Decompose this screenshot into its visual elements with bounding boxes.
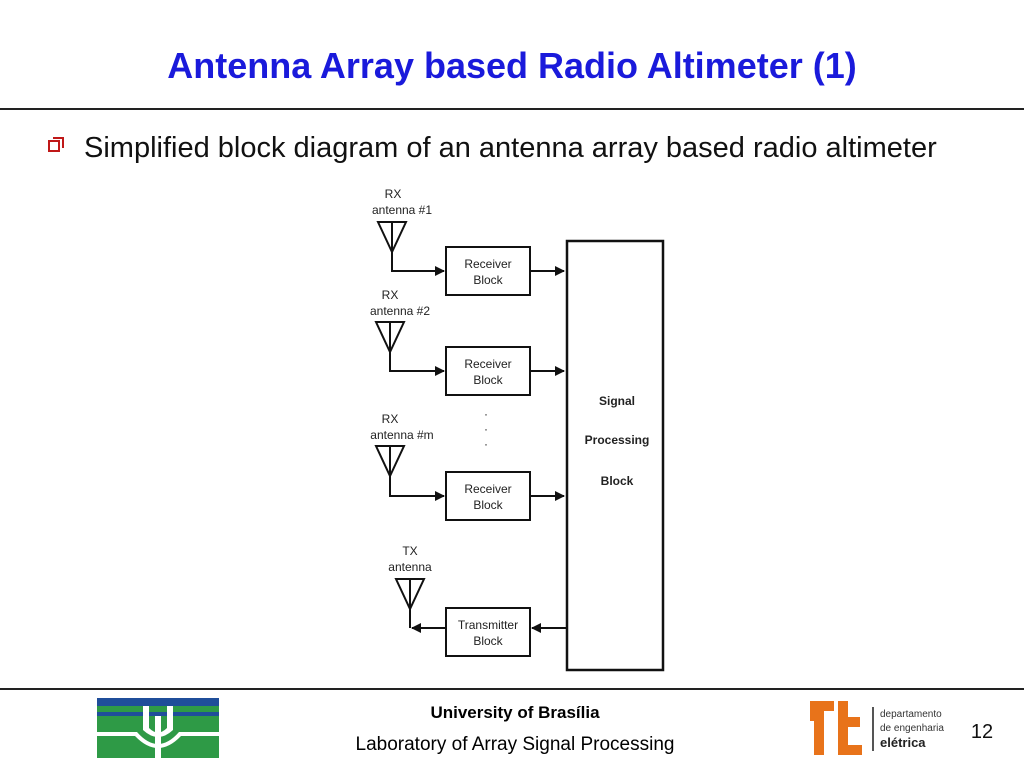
receiver-block-1: Receiver Block bbox=[445, 246, 531, 296]
checkbox-bullet-icon bbox=[48, 137, 64, 152]
university-name: University of Brasília bbox=[430, 703, 600, 722]
dept-line-3: elétrica bbox=[880, 735, 926, 750]
dept-line-2: de engenharia bbox=[880, 723, 944, 734]
footer-divider bbox=[0, 688, 1024, 690]
signal-processing-label-2: Processing bbox=[585, 433, 650, 447]
unb-logo-icon bbox=[97, 698, 219, 758]
tx-label-bottom: antenna bbox=[388, 560, 432, 574]
transmitter-label-top: Transmitter bbox=[458, 618, 518, 632]
rx2-label-top: RX bbox=[382, 288, 399, 302]
receiver-2-label-top: Receiver bbox=[464, 357, 511, 371]
transmitter-block: Transmitter Block bbox=[445, 607, 531, 657]
rx1-label-top: RX bbox=[385, 187, 402, 201]
transmitter-label-bottom: Block bbox=[473, 634, 503, 648]
slide-title: Antenna Array based Radio Altimeter (1) bbox=[167, 45, 857, 86]
rx-antenna-m-icon bbox=[374, 445, 406, 496]
signal-processing-block: Signal Processing Block bbox=[565, 239, 665, 672]
tx-label-top: TX bbox=[402, 544, 417, 558]
receiver-m-label-top: Receiver bbox=[464, 482, 511, 496]
receiver-block-2: Receiver Block bbox=[445, 346, 531, 396]
rxm-label-bottom: antenna #m bbox=[370, 428, 433, 442]
dept-line-1: departamento bbox=[880, 709, 942, 720]
receiver-1-label-bottom: Block bbox=[473, 273, 503, 287]
signal-processing-label-1: Signal bbox=[599, 394, 635, 408]
rx-antenna-1-icon bbox=[376, 221, 408, 271]
ellipsis-dot-2: · bbox=[484, 422, 488, 436]
rx1-label-bottom: antenna #1 bbox=[372, 203, 432, 217]
bullet-text: Simplified block diagram of an antenna a… bbox=[84, 132, 937, 164]
lab-name: Laboratory of Array Signal Processing bbox=[355, 734, 675, 755]
receiver-2-label-bottom: Block bbox=[473, 373, 503, 387]
ellipsis-dot-3: · bbox=[484, 437, 488, 451]
signal-processing-label-3: Block bbox=[601, 474, 634, 488]
receiver-m-label-bottom: Block bbox=[473, 498, 503, 512]
block-diagram: RX antenna #1 Receiver Block RX antenna … bbox=[370, 187, 665, 672]
rx2-label-bottom: antenna #2 bbox=[370, 304, 430, 318]
ellipsis-dot-1: · bbox=[484, 407, 488, 421]
ene-logo-icon: departamento de engenharia elétrica bbox=[810, 701, 944, 755]
tx-antenna-icon bbox=[394, 578, 426, 628]
receiver-1-label-top: Receiver bbox=[464, 257, 511, 271]
rx-antenna-2-icon bbox=[374, 321, 406, 371]
page-number: 12 bbox=[970, 721, 994, 743]
title-divider bbox=[0, 108, 1024, 110]
receiver-block-m: Receiver Block bbox=[445, 471, 531, 521]
rxm-label-top: RX bbox=[382, 412, 399, 426]
